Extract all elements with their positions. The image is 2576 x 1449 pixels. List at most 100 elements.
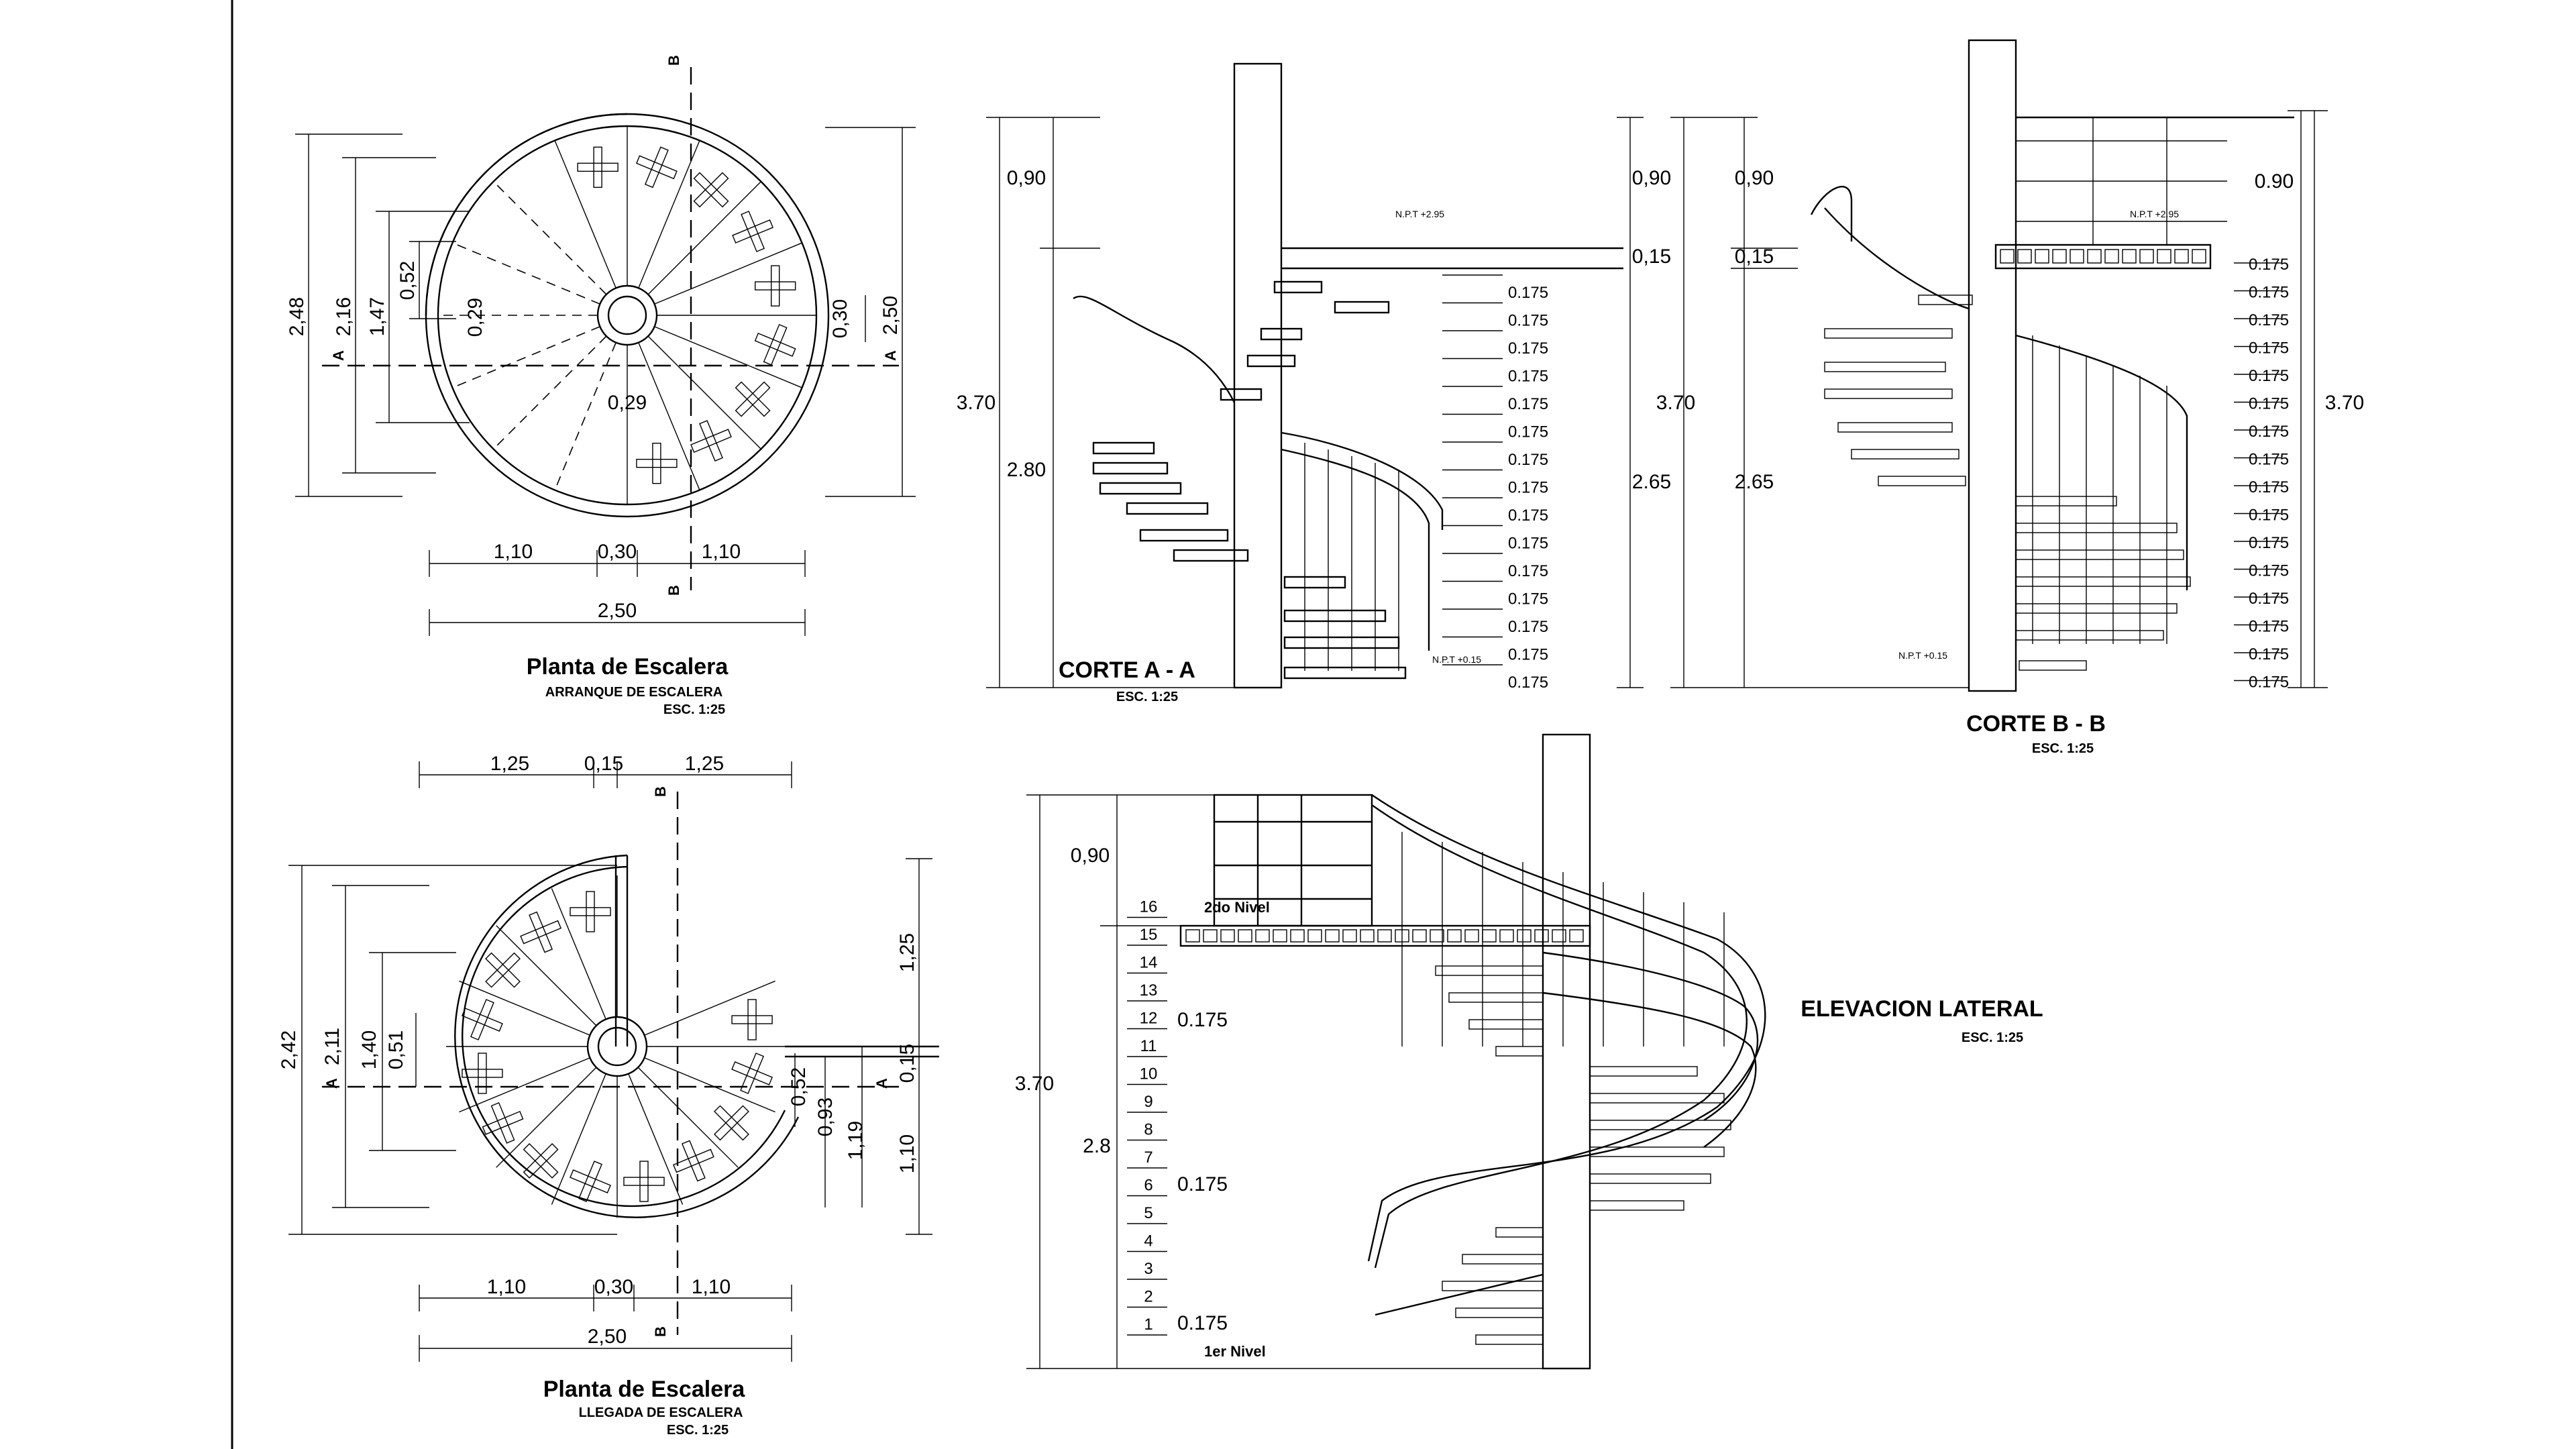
el-dim-2-8: 2.8 — [1083, 1135, 1111, 1157]
cross-bar — [523, 1143, 559, 1179]
riser-label: 0.175 — [2249, 451, 2289, 469]
riser-label: 0.175 — [2249, 590, 2289, 608]
tread-section — [1448, 992, 1544, 1003]
dim-0-30: 0,30 — [829, 299, 851, 338]
tread-section — [1099, 482, 1182, 495]
riser-label: 0.175 — [2249, 645, 2289, 663]
tread-edge — [493, 181, 607, 295]
dim-1-19: 1,19 — [845, 1121, 867, 1160]
step-number: 8 — [1144, 1121, 1152, 1139]
tread-edge — [459, 1057, 590, 1113]
cross-bar — [593, 146, 602, 189]
tread-edge — [551, 1073, 606, 1205]
tread-section — [1851, 449, 1960, 460]
dim-1-25-b: 1,25 — [685, 753, 724, 775]
step-number: 9 — [1144, 1093, 1152, 1111]
riser-label: 0.175 — [1508, 451, 1548, 469]
riser-label: 0.175 — [2249, 506, 2289, 525]
tread-cross-mark — [636, 442, 678, 484]
cross-bar — [520, 920, 562, 945]
tread-section — [1092, 441, 1155, 455]
tread-section — [1283, 666, 1407, 680]
tread-section — [1435, 965, 1544, 976]
riser-label: 0.175 — [1508, 646, 1548, 664]
tread-edge — [459, 980, 590, 1036]
tread-cross-mark — [485, 952, 521, 988]
riser-label: 0.175 — [1508, 590, 1548, 608]
section-a-right: A — [882, 350, 899, 361]
block — [2070, 249, 2084, 264]
ca-npt-bottom: N.P.T +0.15 — [1432, 654, 1481, 665]
ca-dim-0-90: 0,90 — [1007, 167, 1046, 189]
dim-0-52-b: 0,52 — [788, 1067, 810, 1106]
ca-dim-0-15-r: 0,15 — [1632, 246, 1671, 268]
tread-edge — [638, 342, 700, 490]
ca-dim-3-70: 3.70 — [957, 392, 996, 414]
plan-top-scale: ESC. 1:25 — [663, 702, 725, 717]
step-number: 1 — [1144, 1316, 1152, 1334]
tread-edge — [554, 342, 616, 490]
block — [2104, 249, 2119, 264]
block — [1238, 929, 1252, 943]
block — [2192, 249, 2206, 264]
tread-section — [1139, 529, 1229, 542]
tread-section — [2015, 603, 2178, 614]
block — [1482, 929, 1497, 943]
cross-bar — [523, 1143, 559, 1179]
tread-edge — [493, 335, 607, 449]
tread-cross-mark — [735, 381, 771, 417]
dim-2-48: 2,48 — [286, 297, 308, 336]
block — [1307, 929, 1322, 943]
tread-section — [1442, 1281, 1544, 1291]
dim-2-50-h: 2,50 — [598, 600, 637, 622]
tread-section — [1092, 462, 1169, 475]
tread-section — [2015, 630, 2164, 641]
cross-bar — [485, 952, 521, 988]
plan-bottom-title: Planta de Escalera — [543, 1377, 746, 1402]
dim-1-10-b: 1,10 — [702, 541, 741, 563]
riser-label: 0.175 — [2249, 478, 2289, 496]
step-number: 11 — [1140, 1037, 1157, 1055]
block — [1377, 929, 1392, 943]
step-number: 10 — [1140, 1065, 1158, 1083]
step-number: 4 — [1144, 1232, 1152, 1250]
riser-label: 0.175 — [2249, 423, 2289, 441]
section-b-top: B — [665, 55, 682, 66]
el-level-bottom: 1er Nivel — [1204, 1343, 1266, 1360]
block — [1342, 929, 1357, 943]
tread-section — [1334, 301, 1390, 314]
block — [1430, 929, 1444, 943]
cross-bar — [570, 1169, 611, 1193]
tread-edge — [551, 888, 606, 1020]
block — [1447, 929, 1462, 943]
riser-label: 0.175 — [2249, 562, 2289, 580]
tread-section — [1824, 362, 1946, 372]
step-number: 12 — [1140, 1010, 1158, 1028]
block — [1552, 929, 1566, 943]
riser-label: 0.175 — [2249, 311, 2289, 329]
cross-bar — [570, 907, 611, 916]
block — [2017, 249, 2032, 264]
dim-2-42: 2,42 — [278, 1030, 300, 1069]
step-number: 7 — [1144, 1148, 1152, 1167]
el-dim-0-90: 0,90 — [1071, 845, 1110, 867]
dim-1-47: 1,47 — [366, 297, 388, 336]
section-b-bottom-b: B — [652, 1326, 669, 1337]
section-a-right-b: A — [873, 1078, 890, 1089]
cross-bar — [652, 442, 661, 484]
cross-bar — [490, 1102, 515, 1144]
ca-dim-0-90-r: 0,90 — [1632, 167, 1671, 189]
riser-label: 0.175 — [2249, 284, 2289, 302]
tread-cross-mark — [577, 146, 619, 189]
dim-2-11: 2,11 — [321, 1028, 343, 1065]
riser-label: 0.175 — [1508, 618, 1548, 636]
tread-section — [1475, 1334, 1544, 1345]
tread-section — [1260, 327, 1303, 341]
block — [1360, 929, 1375, 943]
block — [2035, 249, 2049, 264]
cross-bar — [754, 281, 796, 290]
cross-bar — [741, 211, 765, 252]
tread-edge — [644, 1057, 775, 1113]
riser-label: 0.175 — [1508, 562, 1548, 580]
cross-bar — [735, 381, 771, 417]
